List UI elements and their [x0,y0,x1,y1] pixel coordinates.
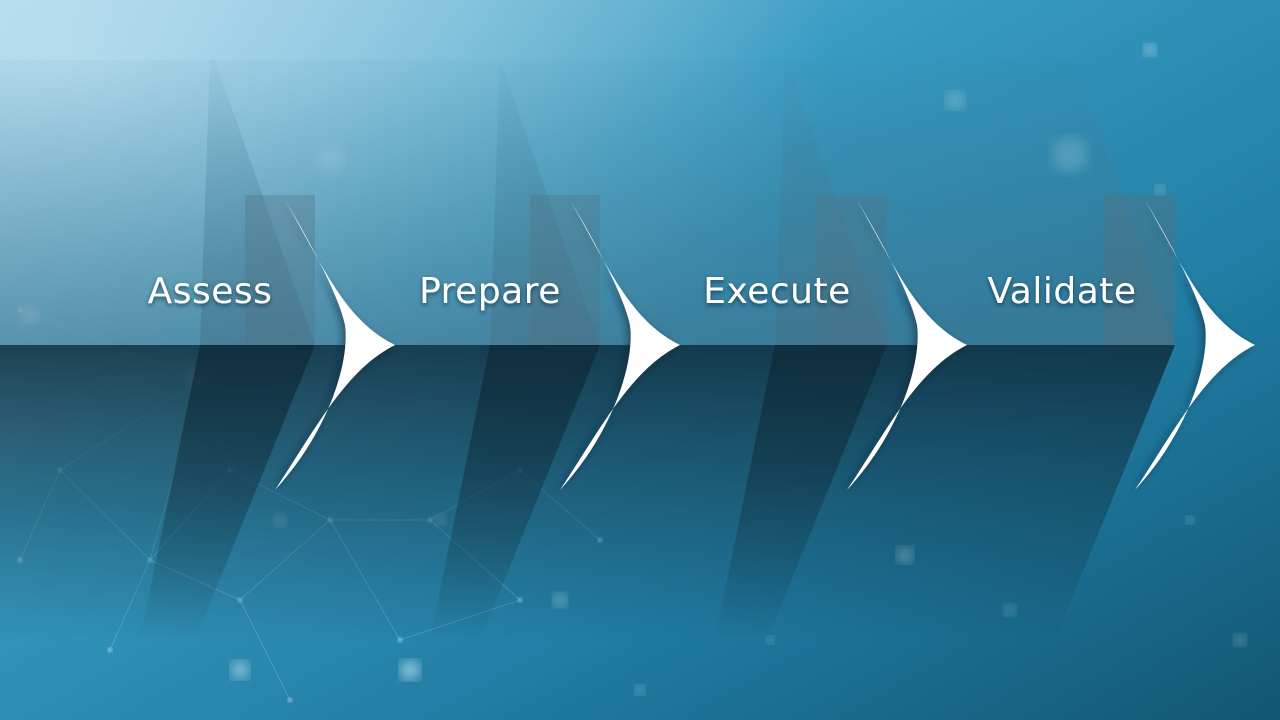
network-node [287,697,293,703]
step-panels [0,60,1175,640]
bokeh-dot [635,685,645,695]
step-panel-validate [715,60,1175,640]
step-label-prepare: Prepare [419,271,561,312]
bokeh-dot [1144,44,1156,56]
bokeh-dot [400,660,420,680]
step-labels: Assess Prepare Execute Validate [148,271,1136,312]
step-label-validate: Validate [987,271,1136,312]
bokeh-dot [1186,516,1194,524]
chevron-arrow-icon [847,200,967,490]
step-label-assess: Assess [148,271,273,312]
bokeh-dot [1155,185,1165,195]
chevron-arrow-icon [560,200,680,490]
bokeh-dot [1234,634,1246,646]
step-arrows [275,200,1255,490]
bokeh-dot [231,661,249,679]
step-label-execute: Execute [703,271,850,312]
network-node [107,647,113,653]
chevron-arrow-icon [275,200,395,490]
chevron-arrow-icon [1135,200,1255,490]
